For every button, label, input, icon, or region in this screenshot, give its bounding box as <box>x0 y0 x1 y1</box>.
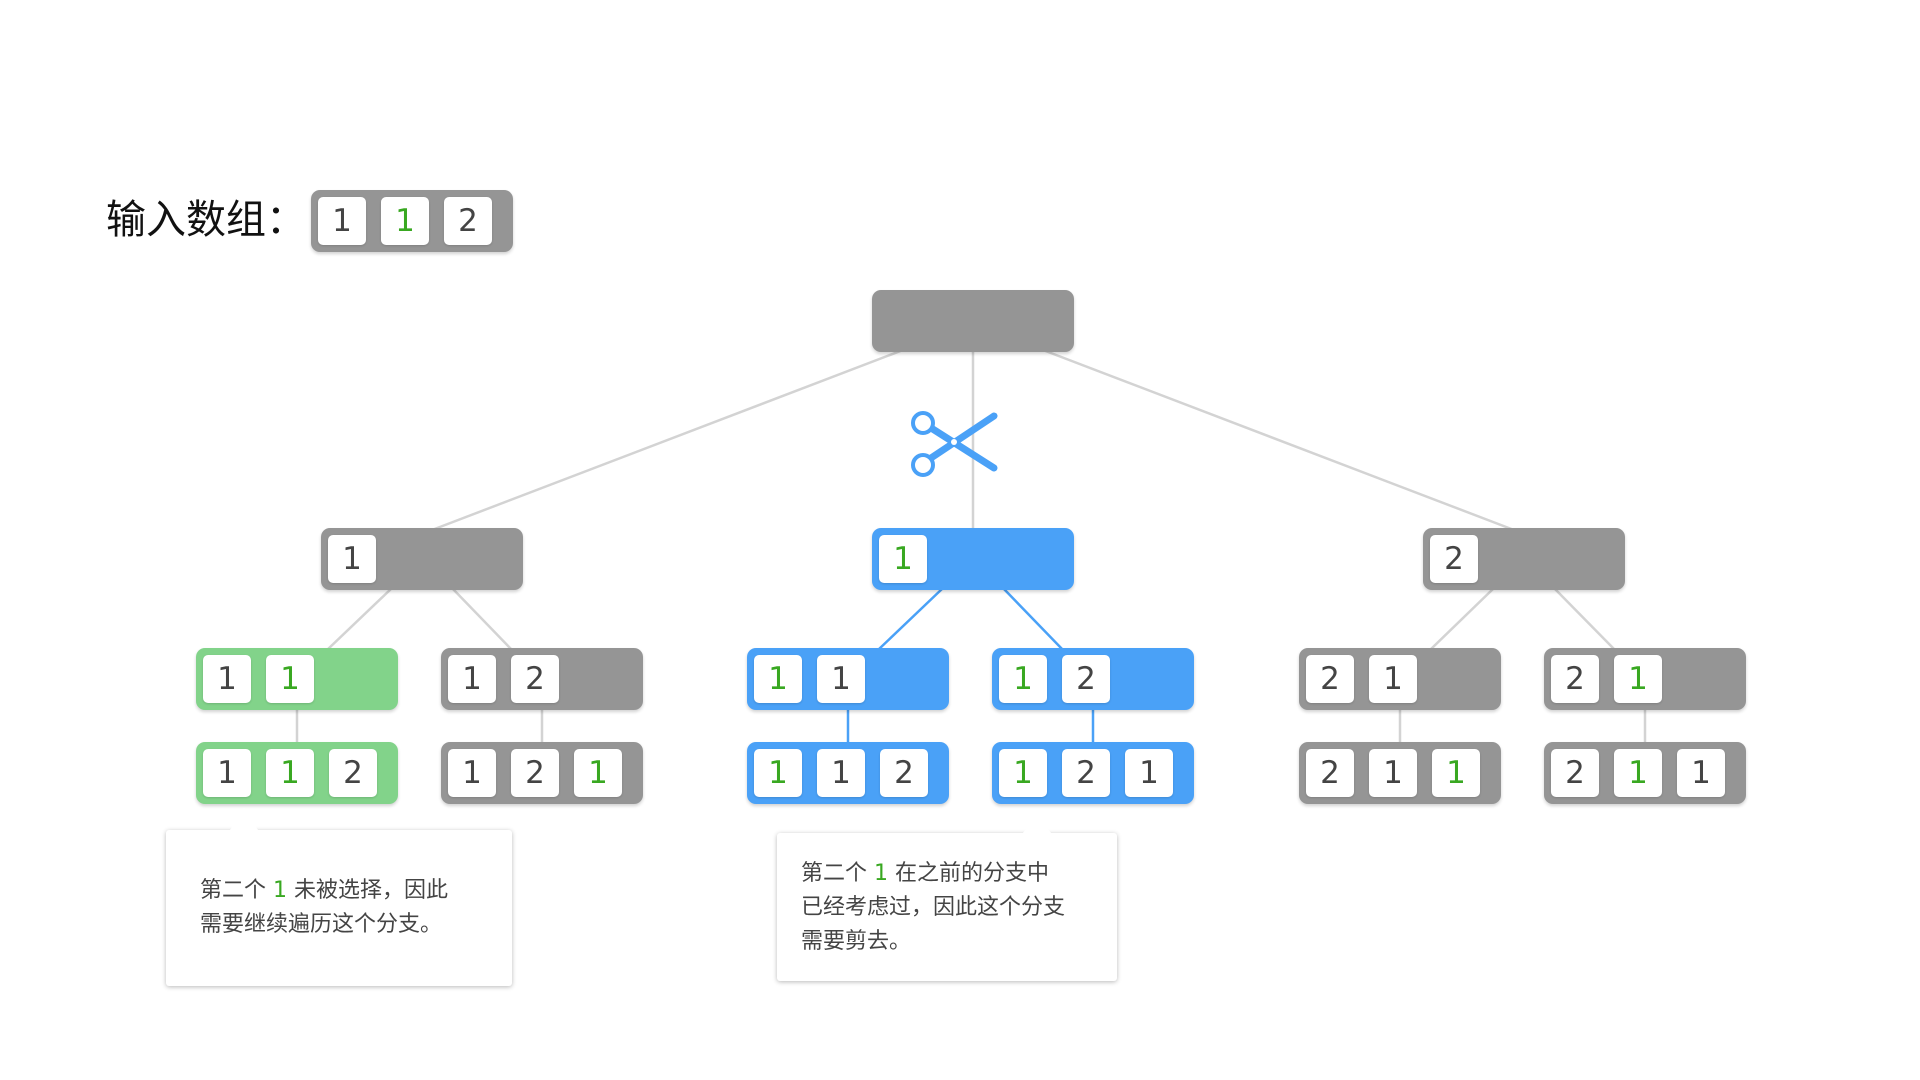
node-cell: 2 <box>511 655 559 703</box>
callout-pointer <box>230 808 258 830</box>
node-cell: 2 <box>1306 749 1354 797</box>
tree-edge <box>877 587 944 651</box>
node-cell: 2 <box>1551 655 1599 703</box>
node-cell: 1 <box>266 655 314 703</box>
node-cell: 1 <box>817 655 865 703</box>
scissors-icon <box>911 411 998 477</box>
node-cell: 1 <box>448 749 496 797</box>
node-cell: 1 <box>203 749 251 797</box>
node-cell: 2 <box>1430 535 1478 583</box>
node-cell: 2 <box>1062 655 1110 703</box>
node-cell: 1 <box>203 655 251 703</box>
callout-prune-branch: 第二个 1 在之前的分支中 已经考虑过，因此这个分支 需要剪去。 <box>777 811 1117 981</box>
node-cell: 1 <box>328 535 376 583</box>
callout-continue-branch: 第二个 1 未被选择，因此 需要继续遍历这个分支。 <box>166 808 512 986</box>
tree-node: 2 <box>1423 528 1625 590</box>
input-array-box: 1 1 2 <box>311 190 513 252</box>
node-cell: 1 <box>1677 749 1725 797</box>
node-cell: 1 <box>266 749 314 797</box>
tree-edge <box>1042 348 1515 532</box>
node-cell: 1 <box>1369 749 1417 797</box>
tree-edge <box>326 587 393 651</box>
input-array-label: 输入数组： <box>106 197 306 243</box>
node-cell: 2 <box>1551 749 1599 797</box>
tree-node: 1 <box>321 528 523 590</box>
callout-line-3: 需要剪去。 <box>801 929 912 954</box>
callout-line-1: 第二个 1 未被选择，因此 <box>200 878 448 903</box>
node-cell: 1 <box>448 655 496 703</box>
callout-pointer <box>1023 811 1051 833</box>
callout-line-2: 已经考虑过，因此这个分支 <box>801 895 1066 920</box>
callout-line-2: 需要继续遍历这个分支。 <box>200 912 443 937</box>
node-cell: 2 <box>1306 655 1354 703</box>
tree-edge <box>431 348 904 532</box>
node-cell: 2 <box>880 749 928 797</box>
node-cell: 1 <box>1614 655 1662 703</box>
input-cell-1: 1 <box>381 197 429 245</box>
node-cell: 2 <box>329 749 377 797</box>
node-cell: 1 <box>1125 749 1173 797</box>
input-cell-2: 2 <box>444 197 492 245</box>
tree-edge <box>451 587 513 651</box>
node-cell: 1 <box>1614 749 1662 797</box>
node-cell: 2 <box>511 749 559 797</box>
node-cell: 1 <box>754 655 802 703</box>
node-cell: 1 <box>574 749 622 797</box>
tree-edge <box>1002 587 1064 651</box>
callout-line-1: 第二个 1 在之前的分支中 <box>801 861 1049 886</box>
node-cell: 1 <box>1432 749 1480 797</box>
tree-edge <box>1429 587 1495 651</box>
tree-node-root <box>872 290 1074 352</box>
node-cell: 1 <box>999 655 1047 703</box>
input-cell-0: 1 <box>318 197 366 245</box>
node-cell: 1 <box>879 535 927 583</box>
tree-node: 1 <box>872 528 1074 590</box>
tree-edge <box>1553 587 1616 651</box>
node-cell: 1 <box>1369 655 1417 703</box>
node-cell: 1 <box>817 749 865 797</box>
node-cell: 1 <box>754 749 802 797</box>
node-cell: 2 <box>1062 749 1110 797</box>
node-cell: 1 <box>999 749 1047 797</box>
